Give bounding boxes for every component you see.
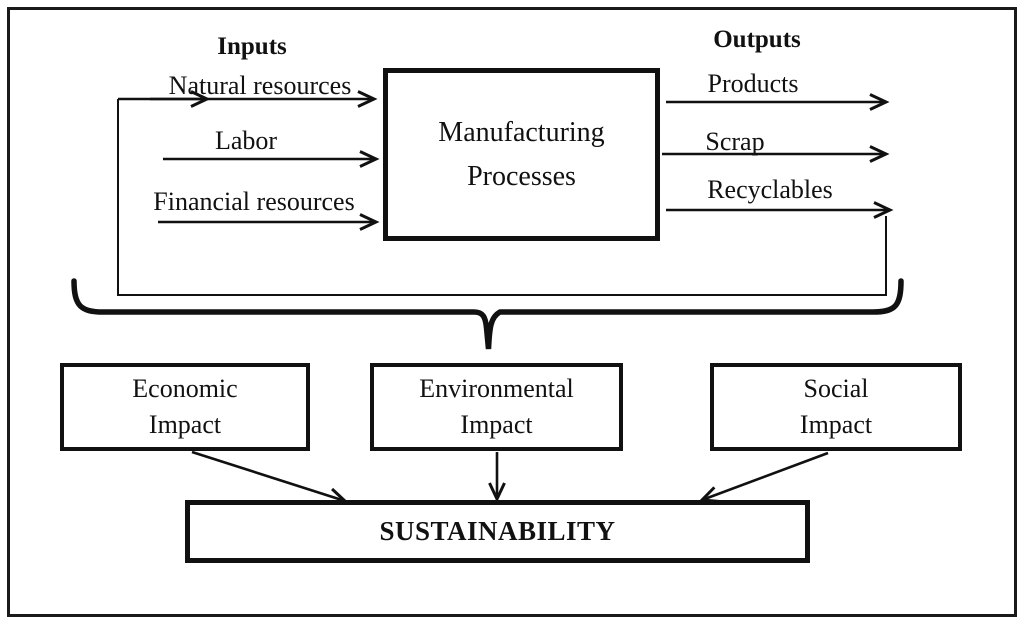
sustainability-label: SUSTAINABILITY <box>379 516 616 546</box>
output-label-scrap: Scrap <box>705 127 765 156</box>
sustainability-box: SUSTAINABILITY <box>185 500 810 563</box>
process-box-line-2: Processes <box>467 160 576 192</box>
social-impact-box: Social Impact <box>710 363 962 451</box>
inputs-heading: Inputs <box>217 33 287 60</box>
economic-impact-line-1: Economic <box>132 374 238 403</box>
process-box-line-1: Manufacturing <box>438 116 605 148</box>
environmental-impact-line-2: Impact <box>460 410 533 439</box>
input-label-financial-resources: Financial resources <box>153 187 355 216</box>
environmental-impact-line-1: Environmental <box>419 374 574 403</box>
input-label-labor: Labor <box>214 126 278 155</box>
economic-impact-box: Economic Impact <box>60 363 310 451</box>
environmental-impact-box: Environmental Impact <box>370 363 623 451</box>
social-impact-line-1: Social <box>803 374 869 403</box>
input-label-natural-resources: Natural resources <box>168 71 352 100</box>
output-label-products: Products <box>707 69 799 98</box>
economic-impact-line-2: Impact <box>148 410 222 439</box>
output-label-recyclables: Recyclables <box>707 175 833 204</box>
social-impact-line-2: Impact <box>799 410 873 439</box>
outputs-heading: Outputs <box>713 26 801 53</box>
manufacturing-processes-box: Manufacturing Processes <box>383 68 660 241</box>
